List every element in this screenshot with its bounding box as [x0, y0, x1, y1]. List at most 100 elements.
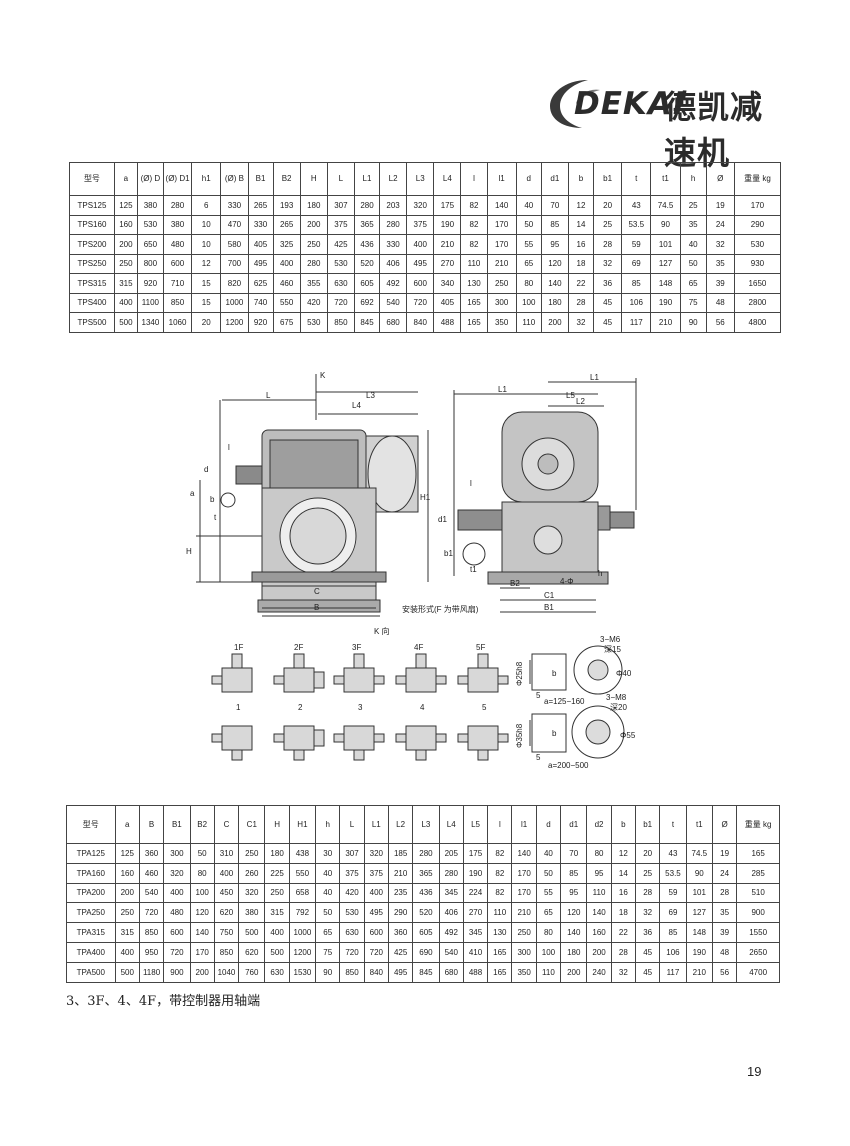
- table-cell: 850: [339, 961, 365, 983]
- table-cell: 110: [460, 253, 488, 274]
- table-cell: 600: [162, 253, 193, 274]
- tpa-header-cell: B: [138, 805, 165, 844]
- table-cell: 488: [462, 961, 489, 983]
- table-cell: 492: [379, 273, 408, 294]
- table-cell: 510: [736, 882, 780, 904]
- table-cell: 65: [315, 922, 341, 943]
- table-cell: 330: [220, 195, 249, 216]
- table-cell: 285: [736, 862, 780, 884]
- table-cell: 270: [433, 253, 462, 274]
- table-cell: 2650: [736, 941, 780, 963]
- table-cell: 82: [487, 882, 513, 904]
- table-cell: 850: [162, 292, 193, 313]
- table-cell: 140: [511, 843, 537, 864]
- table-cell: 410: [462, 941, 489, 963]
- label-b2: B2: [510, 579, 520, 588]
- tpa-header-cell: L3: [412, 805, 440, 844]
- table-cell: 630: [326, 273, 355, 294]
- table-cell: 82: [487, 862, 513, 884]
- table-cell: 45: [634, 941, 661, 963]
- table-cell: 180: [264, 843, 290, 864]
- table-cell: 850: [326, 312, 355, 333]
- tpa-header-cell: L1: [363, 805, 389, 844]
- front-view-drawing: [196, 374, 429, 617]
- table-cell: 59: [659, 882, 687, 904]
- table-cell: 82: [487, 843, 513, 864]
- table-cell: 43: [621, 195, 652, 216]
- table-cell: 280: [162, 195, 193, 216]
- table-cell: 550: [288, 862, 317, 884]
- table-cell: 375: [363, 862, 389, 884]
- table-cell: 480: [163, 902, 191, 924]
- table-cell: 40: [315, 862, 341, 884]
- tpa-header-cell: B1: [163, 805, 191, 844]
- model-cell: TPA315: [66, 922, 116, 943]
- table-cell: 65: [679, 273, 707, 294]
- label-b-base: B: [314, 603, 319, 612]
- tps-header-cell: L2: [379, 162, 408, 196]
- table-cell: 40: [679, 234, 707, 255]
- label-h-right: h: [598, 569, 602, 578]
- table-cell: 300: [163, 843, 191, 864]
- table-cell: 193: [272, 195, 301, 216]
- table-cell: 250: [486, 273, 517, 294]
- table-cell: 110: [487, 902, 513, 924]
- table-cell: 330: [247, 214, 274, 235]
- table-cell: 920: [136, 273, 164, 294]
- table-cell: 720: [339, 941, 365, 963]
- table-cell: 380: [238, 902, 266, 924]
- table-cell: 175: [462, 843, 489, 864]
- table-cell: 90: [679, 312, 707, 333]
- table-cell: 75: [315, 941, 341, 963]
- table-cell: 55: [515, 234, 542, 255]
- table-cell: 1000: [220, 292, 249, 313]
- table-cell: 250: [299, 234, 328, 255]
- table-cell: 760: [238, 961, 266, 983]
- tps-header-cell: l: [460, 162, 488, 196]
- table-cell: 792: [288, 902, 317, 924]
- table-cell: 59: [621, 234, 652, 255]
- table-cell: 25: [592, 214, 623, 235]
- table-cell: 620: [213, 902, 240, 924]
- table-cell: 1340: [136, 312, 164, 333]
- table-cell: 106: [621, 292, 652, 313]
- table-cell: 425: [326, 234, 355, 255]
- table-cell: 540: [138, 882, 165, 904]
- tps-header-cell: h1: [191, 162, 222, 196]
- tps-header-cell: (Ø) D1: [162, 162, 193, 196]
- table-cell: 360: [387, 922, 414, 943]
- table-cell: 28: [592, 234, 623, 255]
- table-cell: 845: [412, 961, 440, 983]
- label-c: C: [314, 587, 320, 596]
- table-cell: 148: [650, 273, 681, 294]
- table-cell: 280: [379, 214, 408, 235]
- table-cell: 400: [406, 234, 435, 255]
- table-cell: 800: [136, 253, 164, 274]
- table-cell: 470: [220, 214, 249, 235]
- table-cell: 140: [540, 273, 569, 294]
- label-l1-top: L1: [590, 373, 599, 382]
- table-cell: 48: [705, 292, 735, 313]
- table-cell: 450: [213, 882, 240, 904]
- table-cell: 235: [387, 882, 414, 904]
- flange1-b: b: [552, 669, 557, 678]
- table-cell: 290: [733, 214, 782, 235]
- table-cell: 280: [353, 195, 381, 216]
- table-cell: 14: [567, 214, 594, 235]
- flange2-depth: 深20: [610, 703, 627, 712]
- table-cell: 250: [114, 902, 140, 924]
- table-cell: 170: [486, 234, 517, 255]
- table-cell: 101: [650, 234, 681, 255]
- table-cell: 65: [535, 902, 562, 924]
- table-cell: 520: [412, 902, 440, 924]
- table-cell: 15: [191, 292, 222, 313]
- table-cell: 40: [315, 882, 341, 904]
- flange2-width: 5: [536, 753, 541, 762]
- table-cell: 740: [247, 292, 274, 313]
- table-cell: 380: [162, 214, 193, 235]
- table-cell: 315: [264, 902, 290, 924]
- table-cell: 325: [272, 234, 301, 255]
- page-number: 19: [747, 1064, 762, 1079]
